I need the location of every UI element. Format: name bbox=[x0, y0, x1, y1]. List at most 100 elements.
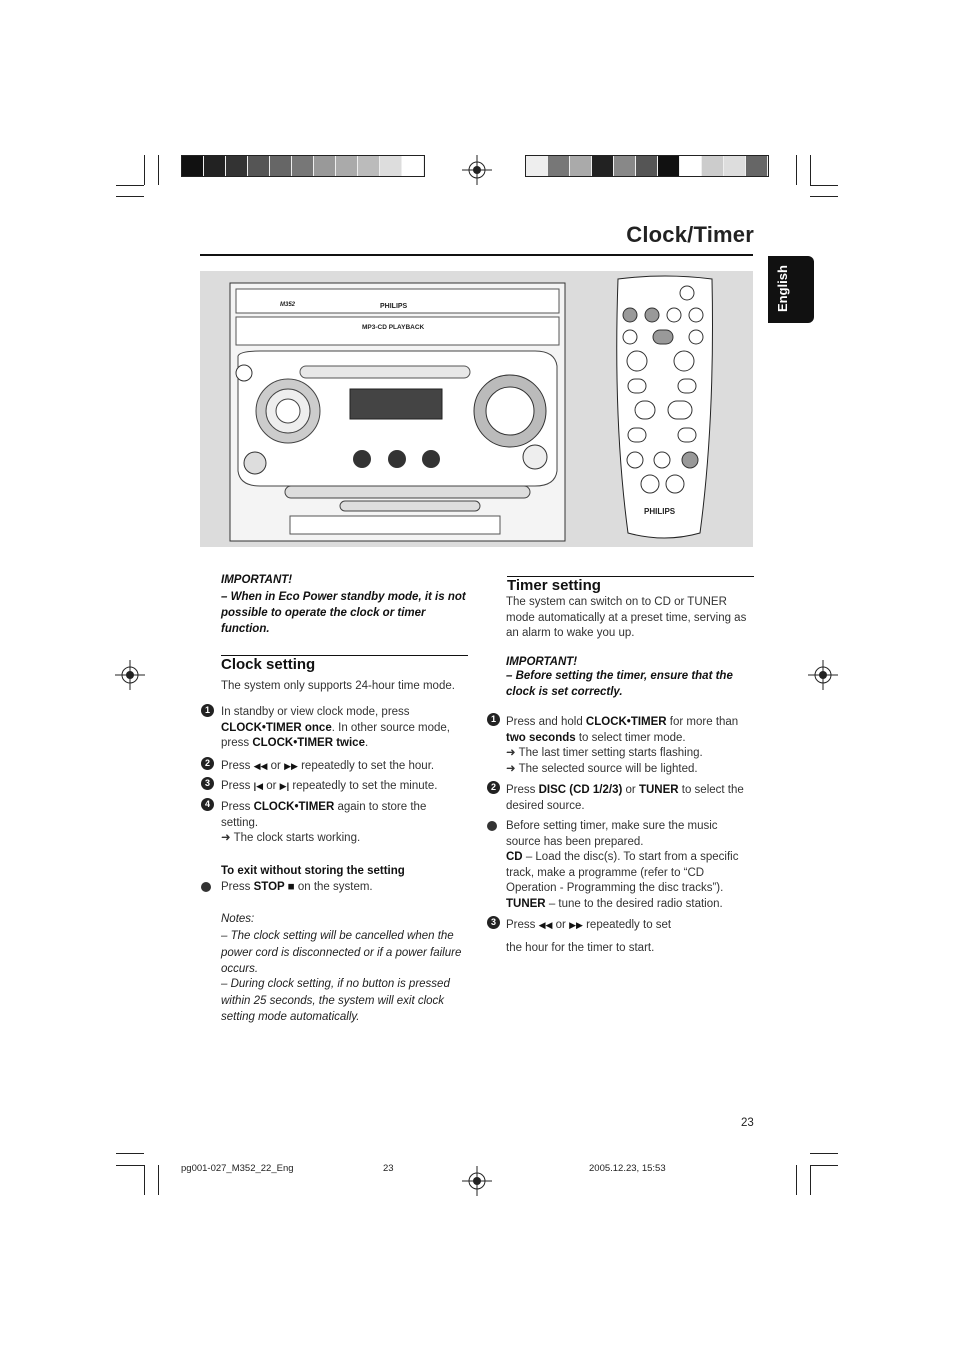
clock-step-1: In standby or view clock mode, press CLO… bbox=[221, 705, 466, 752]
step-text: repeatedly to set the hour. bbox=[297, 760, 435, 772]
clock-step-3: Press |◀ or ▶| repeatedly to set the min… bbox=[221, 779, 471, 795]
step-text: Press and hold bbox=[506, 716, 586, 728]
next-icon: ▶| bbox=[279, 781, 290, 791]
step-text: on the system. bbox=[294, 881, 373, 893]
step-text: or bbox=[263, 780, 280, 792]
timer-step-1: Press and hold CLOCK•TIMER for more than… bbox=[506, 715, 756, 777]
timer-setting-heading: Timer setting bbox=[507, 577, 601, 594]
fast-forward-icon: ▶▶ bbox=[284, 761, 298, 771]
timer-step-1-result-1: ➜ The last timer setting starts flashing… bbox=[506, 747, 703, 760]
crop-mark bbox=[810, 155, 811, 185]
bullet-icon bbox=[487, 821, 497, 831]
registration-target-icon bbox=[115, 660, 145, 690]
tuner-label: TUNER bbox=[506, 897, 546, 910]
clock-step-1-end: . bbox=[364, 737, 369, 750]
clock-step-1-bold: CLOCK•TIMER once bbox=[221, 721, 332, 734]
rewind-icon: ◀◀ bbox=[253, 761, 268, 771]
playback-label: MP3-CD PLAYBACK bbox=[362, 324, 425, 331]
crop-mark bbox=[810, 196, 838, 197]
step-text: or bbox=[267, 760, 285, 772]
previous-icon: |◀ bbox=[253, 781, 264, 791]
remote-brand: PHILIPS bbox=[644, 507, 676, 516]
step-number: 3 bbox=[487, 916, 500, 929]
registration-target-icon bbox=[462, 155, 492, 185]
language-tab: English bbox=[768, 256, 814, 323]
note-1: – The clock setting will be cancelled wh… bbox=[221, 930, 462, 975]
clock-intro: The system only supports 24-hour time mo… bbox=[221, 680, 455, 692]
step-text: Press bbox=[506, 784, 539, 796]
step-number: 3 bbox=[201, 777, 214, 790]
device-illustration: M352 PHILIPS MP3-CD PLAYBACK bbox=[200, 271, 753, 547]
clock-step-4-result: ➜ The clock starts working. bbox=[221, 832, 361, 845]
cd-text: – Load the disc(s). To start from a spec… bbox=[506, 851, 739, 895]
important-text: – When in Eco Power standby mode, it is … bbox=[221, 590, 466, 635]
crop-mark bbox=[116, 196, 144, 197]
clock-step-1-text-mid: . In other source mode, press bbox=[221, 721, 450, 750]
timer-step-2: Press DISC (CD 1/2/3) or TUNER to select… bbox=[506, 783, 751, 814]
important-label: IMPORTANT! bbox=[221, 574, 293, 586]
unit-brand: PHILIPS bbox=[380, 303, 408, 310]
registration-target-icon bbox=[462, 1166, 492, 1196]
step-bold: CLOCK•TIMER bbox=[253, 801, 335, 813]
step-bold: CLOCK•TIMER bbox=[585, 716, 667, 728]
stop-label: STOP bbox=[253, 881, 288, 893]
crop-mark bbox=[116, 1165, 144, 1166]
crop-mark bbox=[116, 1153, 144, 1154]
footer-date: 2005.12.23, 15:53 bbox=[589, 1163, 666, 1174]
crop-mark bbox=[796, 155, 797, 185]
crop-mark bbox=[810, 1165, 811, 1195]
model-label: M352 bbox=[280, 302, 296, 308]
timer-intro: The system can switch on to CD or TUNER … bbox=[506, 596, 747, 640]
step-number: 4 bbox=[201, 798, 214, 811]
rewind-icon: ◀◀ bbox=[538, 920, 553, 930]
exit-heading: To exit without storing the setting bbox=[221, 865, 405, 877]
step-text: to select the desired source. bbox=[506, 784, 744, 812]
step-bold: DISC (CD 1/2/3) bbox=[538, 784, 623, 796]
color-registration-strip-right bbox=[525, 155, 769, 177]
step-text: Press bbox=[221, 780, 254, 792]
timer-step-3: Press ◀◀ or ▶▶ repeatedly to set bbox=[506, 918, 756, 934]
crop-mark bbox=[116, 185, 144, 186]
stop-icon: ■ bbox=[287, 881, 295, 893]
step-text: or bbox=[622, 784, 639, 796]
clock-step-1-bold-2: CLOCK•TIMER twice bbox=[252, 737, 365, 750]
crop-mark bbox=[158, 155, 159, 185]
timer-bullet-text: Before setting timer, make sure the musi… bbox=[506, 820, 718, 848]
page-title: Clock/Timer bbox=[626, 222, 754, 247]
footer-file: pg001-027_M352_22_Eng bbox=[181, 1163, 294, 1174]
crop-mark bbox=[158, 1165, 159, 1195]
step-text: again to store the setting. bbox=[221, 801, 427, 829]
registration-target-icon bbox=[808, 660, 838, 690]
notes-label: Notes: bbox=[221, 913, 255, 925]
stereo-and-remote-drawing: M352 PHILIPS MP3-CD PLAYBACK bbox=[229, 275, 713, 542]
tuner-text: – tune to the desired radio station. bbox=[545, 897, 723, 910]
timer-important-label: IMPORTANT! bbox=[506, 656, 578, 668]
step-text: or bbox=[552, 919, 570, 931]
clock-step-2: Press ◀◀ or ▶▶ repeatedly to set the hou… bbox=[221, 759, 471, 775]
title-rule bbox=[200, 254, 753, 256]
step-text: Press bbox=[221, 801, 254, 813]
timer-bullet: Before setting timer, make sure the musi… bbox=[506, 819, 754, 913]
crop-mark bbox=[810, 1153, 838, 1154]
crop-mark bbox=[144, 155, 145, 185]
clock-step-4: Press CLOCK•TIMER again to store the set… bbox=[221, 800, 456, 847]
step-text: Press bbox=[221, 881, 254, 893]
crop-mark bbox=[810, 185, 838, 186]
step-text: repeatedly to set the minute. bbox=[289, 780, 438, 792]
step-text: repeatedly to set bbox=[582, 919, 672, 931]
crop-mark bbox=[796, 1165, 797, 1195]
crop-mark bbox=[144, 1165, 145, 1195]
language-tab-label: English bbox=[775, 265, 790, 312]
cd-label: CD bbox=[506, 851, 523, 864]
step-bold: two seconds bbox=[506, 731, 576, 744]
clock-heading-rule bbox=[221, 655, 468, 656]
step-number: 1 bbox=[487, 713, 500, 726]
step-bold: TUNER bbox=[638, 784, 679, 796]
step-number: 1 bbox=[201, 704, 214, 717]
color-registration-strip-left bbox=[181, 155, 425, 177]
clock-setting-heading: Clock setting bbox=[221, 656, 316, 673]
step-number: 2 bbox=[201, 757, 214, 770]
bullet-icon bbox=[201, 882, 211, 892]
clock-step-1-text: In standby or view clock mode, press bbox=[221, 706, 410, 718]
timer-tuner-text: TUNER – tune to the desired radio statio… bbox=[506, 897, 754, 913]
